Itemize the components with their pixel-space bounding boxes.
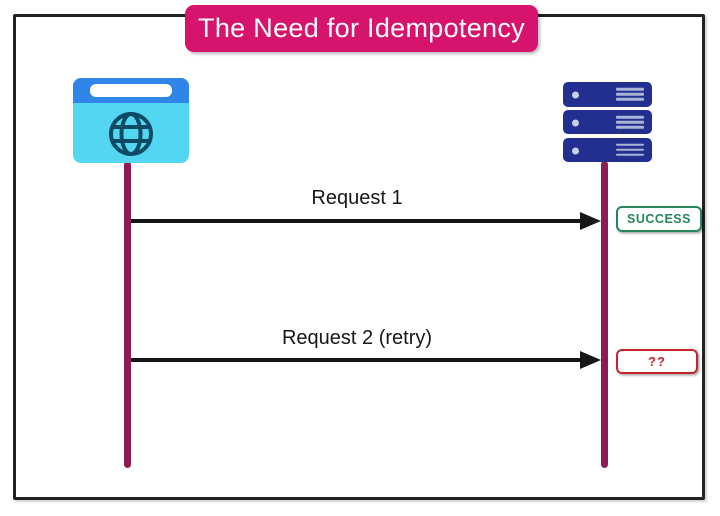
- server-unit: [563, 137, 652, 162]
- server-unit: [563, 82, 652, 107]
- server-vents-icon: [616, 88, 644, 101]
- request-2-arrow: [131, 358, 583, 362]
- server-led-icon: [572, 119, 579, 127]
- browser-window-icon: [73, 78, 189, 163]
- success-badge: SUCCESS: [616, 206, 702, 232]
- arrowhead-icon: [580, 212, 601, 230]
- server-vents-icon: [616, 115, 644, 129]
- retry-result-badge: ??: [616, 349, 698, 374]
- diagram-title: The Need for Idempotency: [185, 5, 538, 52]
- server-vents-icon: [616, 143, 644, 156]
- server-unit: [563, 109, 652, 135]
- server-lifeline: [601, 161, 608, 468]
- server-led-icon: [572, 91, 579, 99]
- server-stack-icon: [563, 82, 652, 162]
- request-1-arrow: [131, 219, 583, 223]
- request-2-label: Request 2 (retry): [281, 327, 433, 349]
- arrowhead-icon: [580, 351, 601, 369]
- browser-icon: [73, 78, 189, 163]
- globe-icon: [109, 112, 153, 156]
- client-lifeline: [124, 161, 131, 468]
- server-led-icon: [572, 147, 579, 155]
- request-1-label: Request 1: [311, 187, 403, 209]
